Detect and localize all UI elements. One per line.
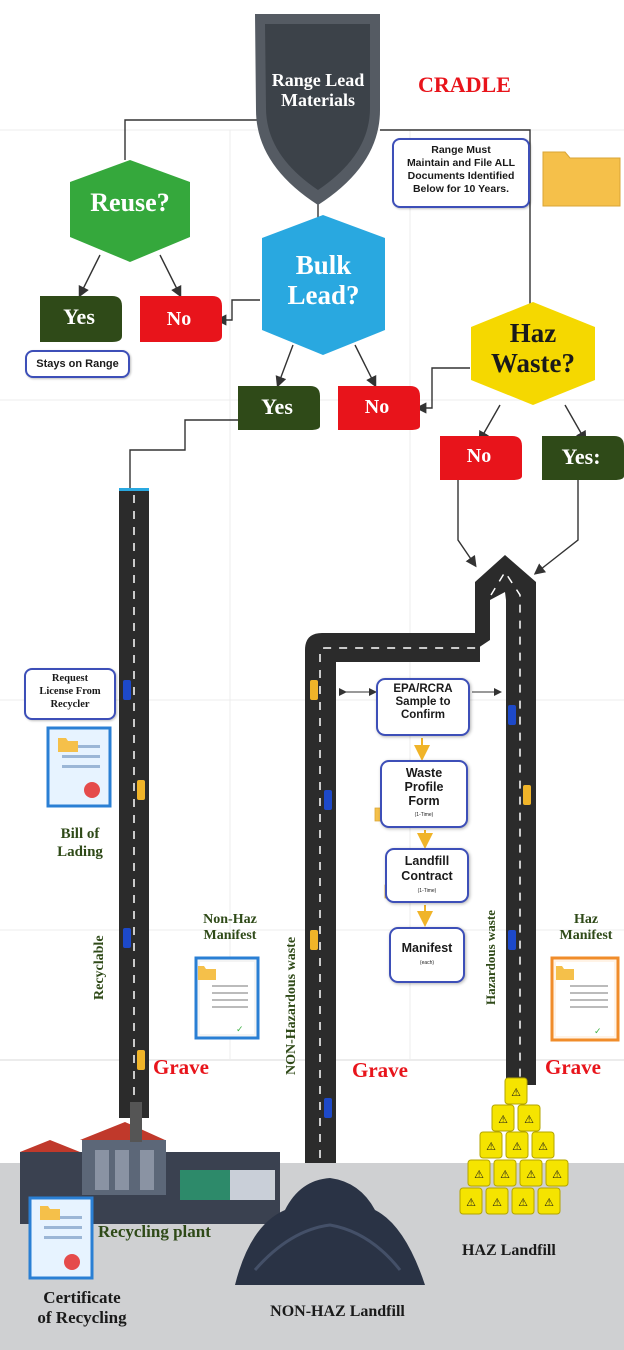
haz-waste-hexagon [471,302,595,405]
svg-text:⚠: ⚠ [538,1140,548,1153]
folder-icon-retention [542,151,621,207]
svg-text:⚠: ⚠ [544,1196,554,1209]
request-license-note: Request License From Recycler [24,668,116,720]
cradle-label: CRADLE [418,72,511,97]
svg-text:✓: ✓ [236,1024,244,1034]
retention-note: Range Must Maintain and File ALL Documen… [392,138,530,208]
haz-waste-decision-label: Haz Waste? [491,318,575,378]
step-waste-profile-note: (1-Time) [414,812,434,818]
svg-text:⚠: ⚠ [466,1196,476,1209]
step-landfill-contract-title: Landfill Contract [401,854,453,883]
haz-manifest-label: Haz Manifest [559,912,613,943]
nonhaz-landfill-label: NON-HAZ Landfill [270,1303,405,1320]
bill-of-lading-label: Bill of Lading [57,826,103,860]
step-manifest: Manifest (each) [389,927,465,983]
step-manifest-title: Manifest [401,941,453,955]
svg-text:⚠: ⚠ [518,1196,528,1209]
svg-text:⚠: ⚠ [511,1086,521,1099]
recycling-plant-label: Recycling plant [98,1222,211,1241]
svg-text:⚠: ⚠ [512,1140,522,1153]
step-landfill-contract-note: (1-Time) [417,888,437,894]
step-waste-profile: Waste Profile Form (1-Time) [380,760,468,828]
certificate-document-icon [28,1196,94,1280]
connector-lines [78,119,587,575]
step-epa-sample: EPA/RCRA Sample to Confirm [376,678,470,736]
haz-yes-tag: Yes: [561,444,601,469]
step-waste-profile-title: Waste Profile Form [404,766,444,808]
nonhaz-road [305,633,490,1195]
svg-text:⚠: ⚠ [526,1168,536,1181]
answer-tags [40,296,624,480]
haz-manifest-document-icon: ✓ [550,956,620,1042]
reuse-decision-label: Reuse? [90,188,170,217]
haz-grave-label: Grave [545,1055,601,1079]
shield-label: Range Lead Materials [271,70,365,110]
svg-text:✓: ✓ [594,1026,602,1036]
svg-text:⚠: ⚠ [474,1168,484,1181]
bill-of-lading-document-icon [46,726,112,808]
haz-road-label: Hazardous waste [483,910,498,1005]
non-haz-manifest-document-icon: ✓ [194,956,260,1040]
bulk-yes-tag: Yes [261,394,293,419]
truck-icons [123,680,531,1118]
bulk-lead-hexagon [262,215,385,355]
nonhaz-landfill-pile-icon [235,1178,425,1285]
haz-road [475,555,536,1085]
non-haz-manifest-label: Non-Haz Manifest [203,912,257,943]
nonhaz-road-label: NON-Hazardous waste [284,936,299,1075]
stays-on-range-note: Stays on Range [25,350,130,378]
svg-text:⚠: ⚠ [552,1168,562,1181]
haz-landfill-label: HAZ Landfill [462,1242,556,1259]
svg-text:⚠: ⚠ [492,1196,502,1209]
svg-text:⚠: ⚠ [486,1140,496,1153]
bulk-no-tag: No [364,396,390,418]
recyclable-road-label: Recyclable [92,935,107,1000]
recyclable-grave-label: Grave [153,1055,209,1079]
step-epa-sample-title: EPA/RCRA Sample to Confirm [393,683,453,721]
svg-text:⚠: ⚠ [500,1168,510,1181]
reuse-hexagon [70,160,190,262]
recyclable-road [119,488,149,1118]
step-landfill-contract: Landfill Contract (1-Time) [385,848,469,903]
haz-barrels-icon [459,1077,569,1215]
shield-icon [255,14,380,205]
bulk-lead-decision-label: Bulk Lead? [287,250,360,310]
reuse-yes-tag: Yes [63,304,95,329]
reuse-no-tag: No [166,308,192,330]
svg-text:⚠: ⚠ [524,1113,534,1126]
svg-text:⚠: ⚠ [498,1113,508,1126]
step-arrows [414,738,433,927]
hazard-warning-icons: ⚠ ⚠ ⚠ ⚠ ⚠ ⚠ ⚠ ⚠ ⚠ ⚠ ⚠ ⚠ ⚠ ⚠ [466,1086,562,1209]
haz-no-tag: No [466,445,492,467]
step-manifest-note: (each) [419,960,435,966]
certificate-label: Certificate of Recycling [37,1288,127,1327]
nonhaz-grave-label: Grave [352,1058,408,1082]
